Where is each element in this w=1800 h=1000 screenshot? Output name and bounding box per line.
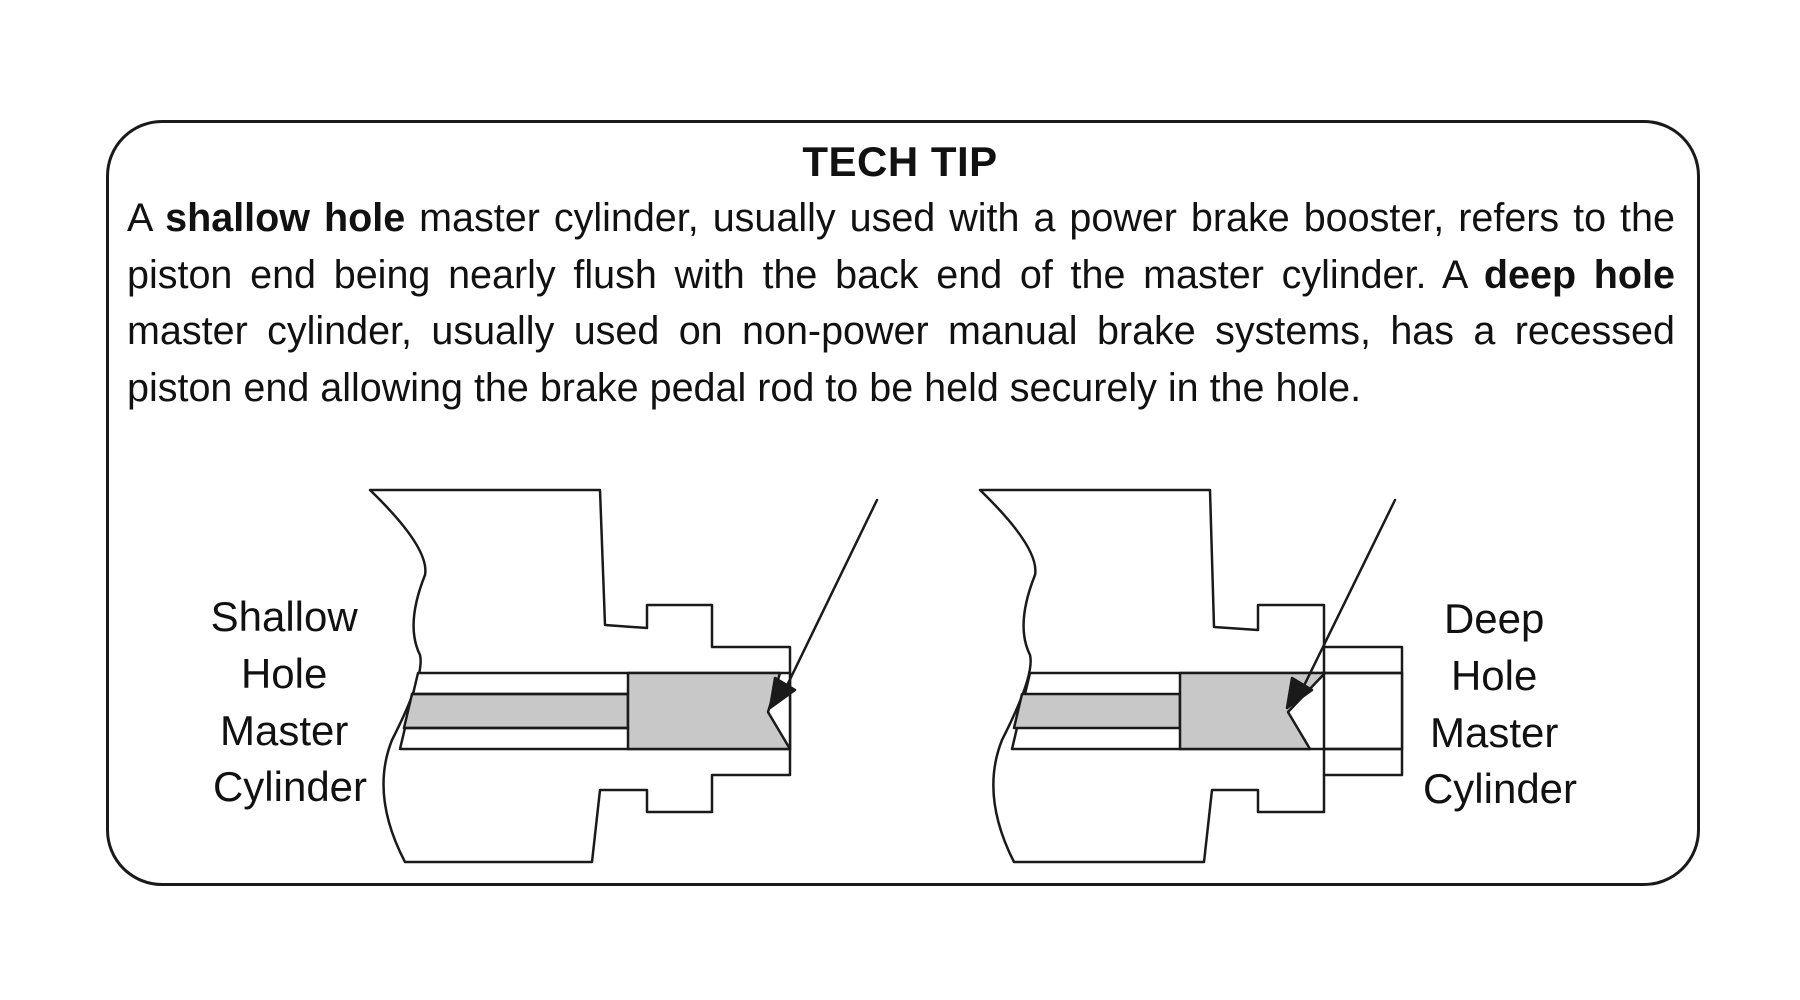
label-line: Shallow (211, 593, 359, 640)
tech-tip-title: TECH TIP (802, 138, 998, 185)
shallow-hole-label: Shallow Hole Master Cylinder (211, 593, 370, 810)
body-segment-bold: shallow hole (165, 196, 406, 240)
deep-hole-cylinder-drawing (978, 488, 1404, 864)
shallow-hole-cylinder-drawing (368, 488, 879, 864)
body-segment-bold: deep hole (1483, 252, 1675, 297)
label-line: Cylinder (1423, 765, 1577, 812)
label-line: Deep (1444, 595, 1544, 642)
deep-pushrod (1012, 692, 1182, 730)
label-line: Master (220, 707, 348, 754)
label-line: Hole (1451, 652, 1537, 699)
body-segment: master cylinder, usually used on non-pow… (127, 309, 1675, 410)
shallow-pointer-line (778, 498, 879, 702)
label-line: Hole (241, 650, 327, 697)
deep-hole-label: Deep Hole Master Cylinder (1423, 595, 1577, 812)
deep-pointer-line (1295, 498, 1397, 702)
shallow-pointer-arrowhead (768, 676, 797, 710)
deep-pointer-arrowhead (1285, 676, 1314, 710)
label-line: Master (1430, 709, 1558, 756)
shallow-pushrod (402, 692, 630, 730)
label-line: Cylinder (213, 763, 367, 810)
tech-tip-body: A shallow hole master cylinder, usually … (127, 190, 1675, 416)
body-segment: master cylinder, usually used with a pow… (127, 196, 1675, 297)
shallow-piston (626, 671, 792, 751)
body-segment: A (127, 196, 166, 240)
tech-tip-box (106, 120, 1700, 886)
